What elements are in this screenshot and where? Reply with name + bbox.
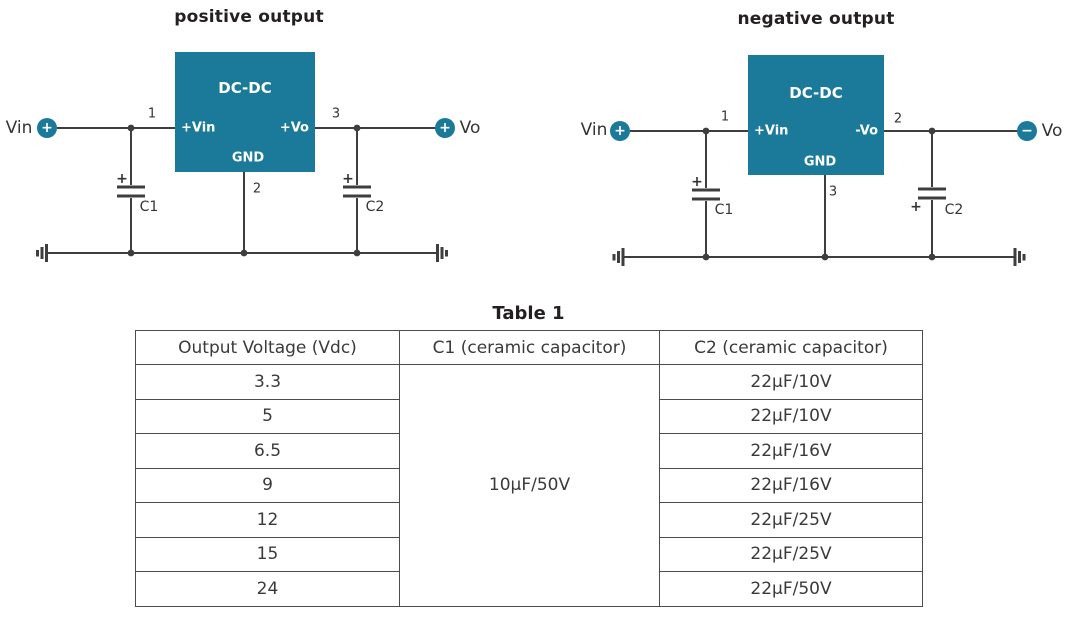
block-pin-vo-label: -Vo: [855, 123, 878, 139]
output-terminal-circle: [1017, 121, 1037, 141]
junction-dots: [702, 127, 936, 261]
output-polarity-sign: −: [1021, 123, 1033, 139]
table-title: Table 1: [492, 303, 565, 324]
circuit-drawing-positive: [36, 118, 455, 262]
pin-number-2: 2: [893, 111, 903, 127]
ground-symbol-right: [1013, 248, 1026, 266]
header-c2: C2 (ceramic capacitor): [659, 330, 923, 365]
table-header-row: Output Voltage (Vdc) C1 (ceramic capacit…: [135, 330, 923, 365]
circuit-title-negative: negative output: [737, 9, 895, 29]
block-pin-gnd-label: GND: [231, 150, 265, 166]
circuit-positive: positive output: [0, 0, 533, 295]
table-row: 24 22µF/50V: [135, 571, 923, 607]
cell-c2: 22µF/16V: [659, 433, 923, 469]
cell-c2: 22µF/10V: [659, 398, 923, 434]
block-pin-vo-label: +Vo: [279, 120, 309, 136]
ground-symbol-left: [612, 248, 625, 266]
capacitor-spec-section: Table 1 Output Voltage (Vdc) C1 (ceramic…: [135, 303, 923, 607]
output-name-label: Vo: [459, 118, 481, 138]
input-name-label: Vin: [5, 118, 33, 138]
ground-symbol-right: [436, 244, 448, 262]
cap-c2-polarity-sign: +: [910, 199, 922, 215]
cap-c1-polarity-sign: +: [691, 174, 703, 190]
pin-number-1: 1: [147, 106, 157, 122]
circuit-negative: negative output: [533, 0, 1066, 295]
table-row: 9 22µF/16V: [135, 467, 923, 503]
capacitor-spec-table: Output Voltage (Vdc) C1 (ceramic capacit…: [135, 330, 923, 607]
cell-c2: 22µF/10V: [659, 364, 923, 400]
cell-c2: 22µF/50V: [659, 571, 923, 607]
cell-voltage: 15: [135, 536, 400, 572]
header-c1: C1 (ceramic capacitor): [399, 330, 660, 365]
cell-voltage: 3.3: [135, 364, 400, 400]
cell-c2: 22µF/16V: [659, 467, 923, 503]
table-row: 12 22µF/25V: [135, 502, 923, 538]
wires: [623, 130, 1018, 258]
block-pin-gnd-label: GND: [803, 154, 837, 170]
cap-c1-label: C1: [714, 202, 734, 218]
cell-voltage: 6.5: [135, 433, 400, 469]
cell-voltage: 24: [135, 571, 400, 607]
block-label: DC-DC: [789, 84, 843, 102]
pin-number-1: 1: [720, 109, 730, 125]
input-terminal-circle: [610, 121, 630, 141]
junction-dots: [127, 124, 361, 257]
cell-c2: 22µF/25V: [659, 536, 923, 572]
block-pin-vin-label: +Vin: [754, 123, 789, 139]
cell-voltage: 5: [135, 398, 400, 434]
output-terminal-circle: [435, 118, 455, 138]
cell-c1-merged: 10µF/50V: [399, 364, 660, 607]
input-polarity-sign: +: [41, 120, 53, 136]
table-row: 15 22µF/25V: [135, 536, 923, 572]
cap-c1-polarity-sign: +: [116, 171, 128, 187]
dcdc-converter-block: DC-DC +Vin +Vo GND: [175, 52, 315, 172]
block-pin-vin-label: +Vin: [181, 120, 216, 136]
cap-c2-polarity-sign: +: [342, 171, 354, 187]
capacitor-c1: [117, 185, 145, 198]
table-row: 3.3 10µF/50V 22µF/10V: [135, 364, 923, 607]
ground-symbol-left: [36, 244, 48, 262]
cap-c2-label: C2: [944, 202, 964, 218]
capacitor-c2: [918, 187, 946, 200]
cap-c1-label: C1: [139, 199, 159, 215]
cell-voltage: 12: [135, 502, 400, 538]
capacitor-c1: [692, 188, 720, 201]
circuit-title-positive: positive output: [174, 7, 324, 27]
pin-number-2: 2: [252, 181, 262, 197]
capacitor-c2: [343, 185, 371, 198]
dcdc-converter-block: DC-DC +Vin -Vo GND: [748, 55, 884, 175]
output-polarity-sign: +: [439, 120, 451, 136]
cell-voltage: 9: [135, 467, 400, 503]
circuit-drawing-negative: [610, 121, 1037, 266]
input-polarity-sign: +: [614, 123, 626, 139]
block-label: DC-DC: [218, 79, 272, 97]
input-terminal-circle: [37, 118, 57, 138]
cell-c2: 22µF/25V: [659, 502, 923, 538]
table-row: 6.5 22µF/16V: [135, 433, 923, 469]
output-name-label: Vo: [1041, 121, 1063, 141]
pin-number-3: 3: [828, 184, 838, 200]
cap-c2-label: C2: [365, 199, 385, 215]
pin-number-3: 3: [331, 106, 341, 122]
header-output-voltage: Output Voltage (Vdc): [135, 330, 400, 365]
input-name-label: Vin: [580, 120, 608, 140]
